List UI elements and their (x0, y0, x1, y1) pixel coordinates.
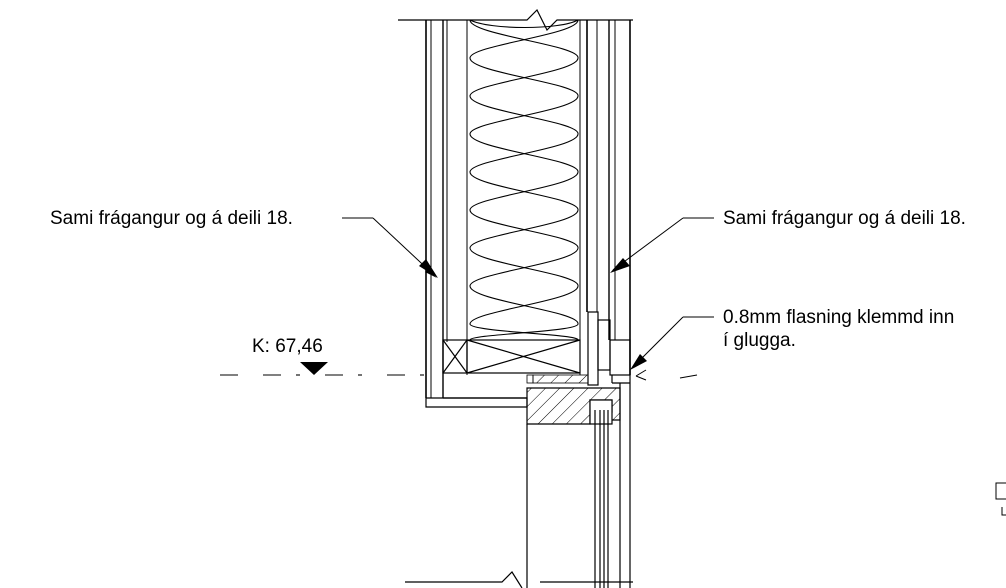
leader-flashing-arrow (630, 354, 647, 370)
flashing-annotation-line1: 0.8mm flasning klemmd inn (723, 307, 955, 328)
wall-inner-layers (579, 20, 631, 375)
wall-outer-layers (425, 20, 468, 398)
flashing-annotation: 0.8mm flasning klemmd inn í glugga. (723, 306, 954, 352)
window-frame (425, 311, 631, 588)
bottom-break-line (405, 571, 633, 588)
level-marker-triangle (300, 362, 328, 375)
level-datum-line (220, 374, 698, 379)
leader-right (612, 217, 714, 271)
flashing-annotation-line2: í glugga. (723, 330, 796, 351)
top-break-line (398, 8, 633, 32)
leader-right-arrow (610, 258, 630, 273)
leader-left-arrow (419, 259, 438, 278)
insulation (469, 19, 579, 341)
right-annotation: Sami frágangur og á deili 18. (723, 208, 966, 229)
edge-symbol (995, 482, 1006, 516)
bottom-plate (442, 339, 581, 374)
small-pointer (635, 369, 647, 381)
left-annotation: Sami frágangur og á deili 18. (50, 208, 293, 229)
lower-window-profile (526, 410, 609, 588)
level-label: K: 67,46 (252, 336, 323, 357)
